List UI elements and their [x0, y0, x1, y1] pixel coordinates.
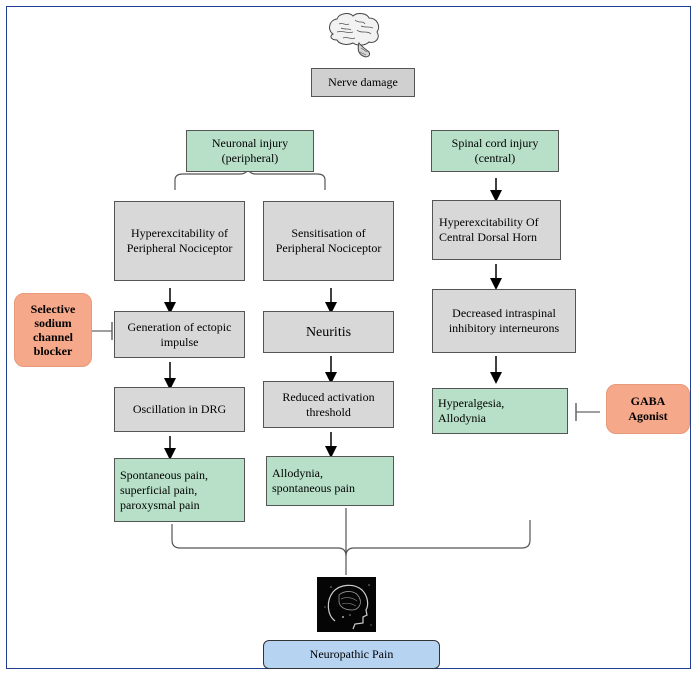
- spinal-cord-injury-label: Spinal cord injury (central): [451, 136, 539, 165]
- reduced-threshold-label: Reduced activation threshold: [282, 389, 375, 419]
- spinal-cord-injury-box: Spinal cord injury (central): [431, 130, 559, 172]
- allodynia-spontaneous-box: Allodynia, spontaneous pain: [266, 456, 394, 506]
- sodium-channel-blocker-label: Selective sodium channel blocker: [30, 302, 76, 358]
- spontaneous-pain-box: Spontaneous pain, superficial pain, paro…: [114, 458, 245, 522]
- brace-bottom: [171, 520, 531, 557]
- hyperexcitability-central-box: Hyperexcitability Of Central Dorsal Horn: [432, 200, 561, 260]
- brain-icon: [325, 10, 383, 60]
- gaba-agonist-label: GABA Agonist: [628, 394, 668, 423]
- ectopic-impulse-label: Generation of ectopic impulse: [127, 319, 232, 349]
- oscillation-drg-label: Oscillation in DRG: [132, 402, 227, 416]
- hyperalgesia-box: Hyperalgesia, Allodynia: [432, 388, 568, 434]
- sensitisation-box: Sensitisation of Peripheral Nociceptor: [263, 201, 394, 281]
- allodynia-spontaneous-label: Allodynia, spontaneous pain: [272, 466, 355, 495]
- hyperexcitability-peripheral-label: Hyperexcitability of Peripheral Nocicept…: [126, 226, 233, 255]
- oscillation-drg-box: Oscillation in DRG: [114, 387, 245, 432]
- neuronal-injury-box: Neuronal injury (peripheral): [186, 130, 314, 172]
- spontaneous-pain-label: Spontaneous pain, superficial pain, paro…: [120, 467, 208, 512]
- neuritis-box: Neuritis: [263, 311, 394, 353]
- sensitisation-label: Sensitisation of Peripheral Nociceptor: [275, 226, 382, 255]
- reduced-threshold-box: Reduced activation threshold: [263, 381, 394, 428]
- neuropathic-pain-label: Neuropathic Pain: [309, 647, 394, 661]
- gaba-agonist-box: GABA Agonist: [606, 384, 690, 434]
- hyperalgesia-label: Hyperalgesia, Allodynia: [438, 396, 505, 425]
- neuronal-injury-label: Neuronal injury (peripheral): [211, 136, 289, 165]
- ectopic-impulse-box: Generation of ectopic impulse: [114, 311, 245, 358]
- neuropathic-pain-box: Neuropathic Pain: [263, 640, 440, 669]
- head-scan-icon: [317, 577, 376, 632]
- decreased-interneurons-box: Decreased intraspinal inhibitory interne…: [432, 289, 576, 353]
- sodium-channel-blocker-box: Selective sodium channel blocker: [14, 293, 92, 367]
- decreased-interneurons-label: Decreased intraspinal inhibitory interne…: [448, 306, 560, 335]
- neuritis-label: Neuritis: [305, 324, 352, 340]
- nerve-damage-box: Nerve damage: [311, 68, 415, 97]
- hyperexcitability-peripheral-box: Hyperexcitability of Peripheral Nocicept…: [114, 201, 245, 281]
- hyperexcitability-central-label: Hyperexcitability Of Central Dorsal Horn: [439, 215, 539, 244]
- nerve-damage-label: Nerve damage: [328, 75, 398, 89]
